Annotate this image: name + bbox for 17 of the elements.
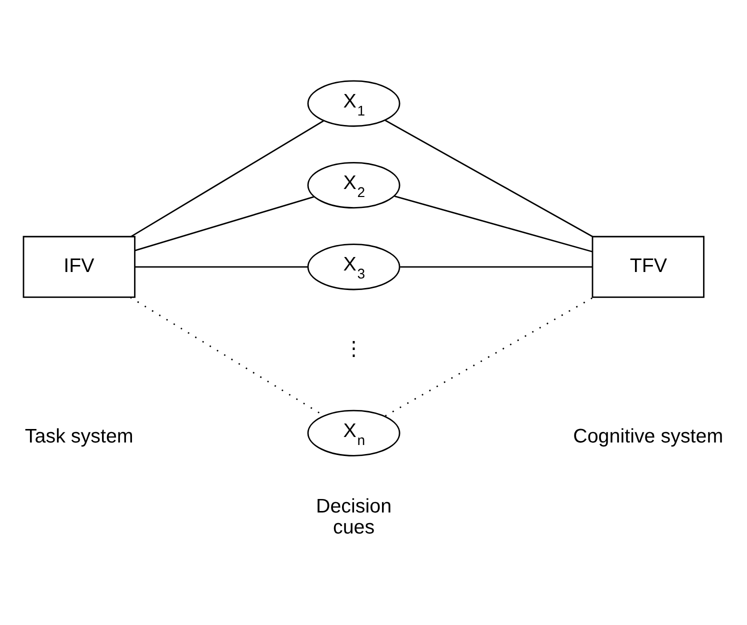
connector <box>400 266 592 268</box>
node-ellipse: X$_{1}$ <box>307 80 400 127</box>
label: Task system <box>24 426 134 448</box>
connector <box>384 296 594 417</box>
node-box: IFV <box>22 236 136 298</box>
label: Cognitive system <box>573 426 724 448</box>
node-ellipse: X$_{3}$ <box>307 244 400 290</box>
connector <box>134 196 314 252</box>
label: ⋮ <box>344 338 364 360</box>
node-box: TFV <box>592 236 704 298</box>
node-ellipse: X$_{n}$ <box>307 410 400 456</box>
label: Decision cues <box>316 495 392 538</box>
connector <box>130 120 324 238</box>
connector <box>394 196 592 252</box>
node-ellipse: X$_{2}$ <box>307 162 400 208</box>
connector <box>384 120 593 238</box>
connector <box>134 266 308 268</box>
